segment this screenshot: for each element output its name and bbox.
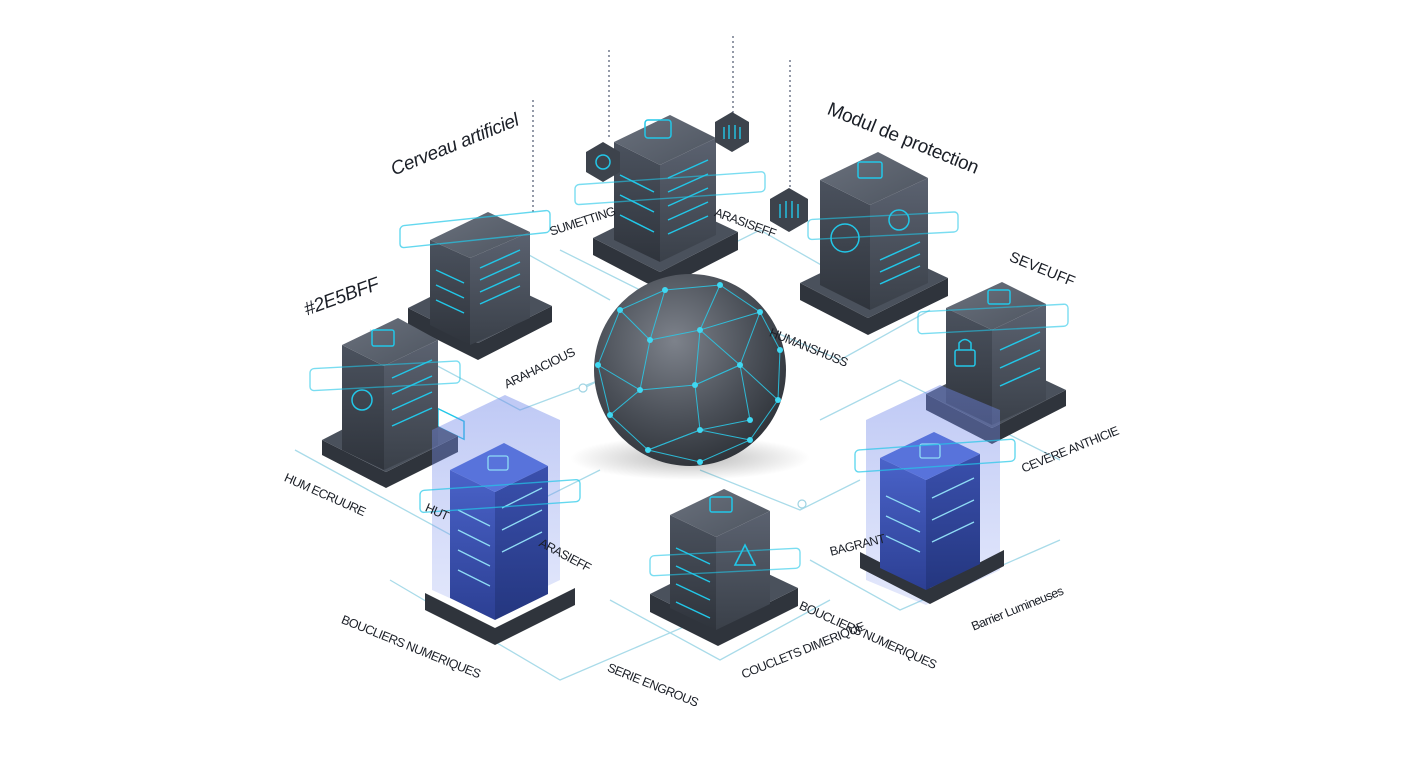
chip-icon bbox=[770, 188, 808, 232]
connection-nodes bbox=[578, 383, 807, 509]
power-icon bbox=[586, 142, 620, 182]
server-modul-protection bbox=[800, 152, 959, 335]
chip-icon bbox=[715, 112, 749, 152]
shield-server-left bbox=[419, 395, 581, 645]
server-left bbox=[309, 318, 461, 488]
network-sphere-icon bbox=[594, 274, 786, 466]
lock-icon bbox=[954, 289, 1041, 387]
server-top-center bbox=[574, 112, 808, 290]
dotted-guide-lines bbox=[532, 36, 791, 215]
warning-icon bbox=[733, 543, 757, 566]
server-bottom-center bbox=[649, 489, 801, 646]
shield-server-right bbox=[854, 385, 1016, 605]
server-cerveau bbox=[399, 209, 552, 441]
